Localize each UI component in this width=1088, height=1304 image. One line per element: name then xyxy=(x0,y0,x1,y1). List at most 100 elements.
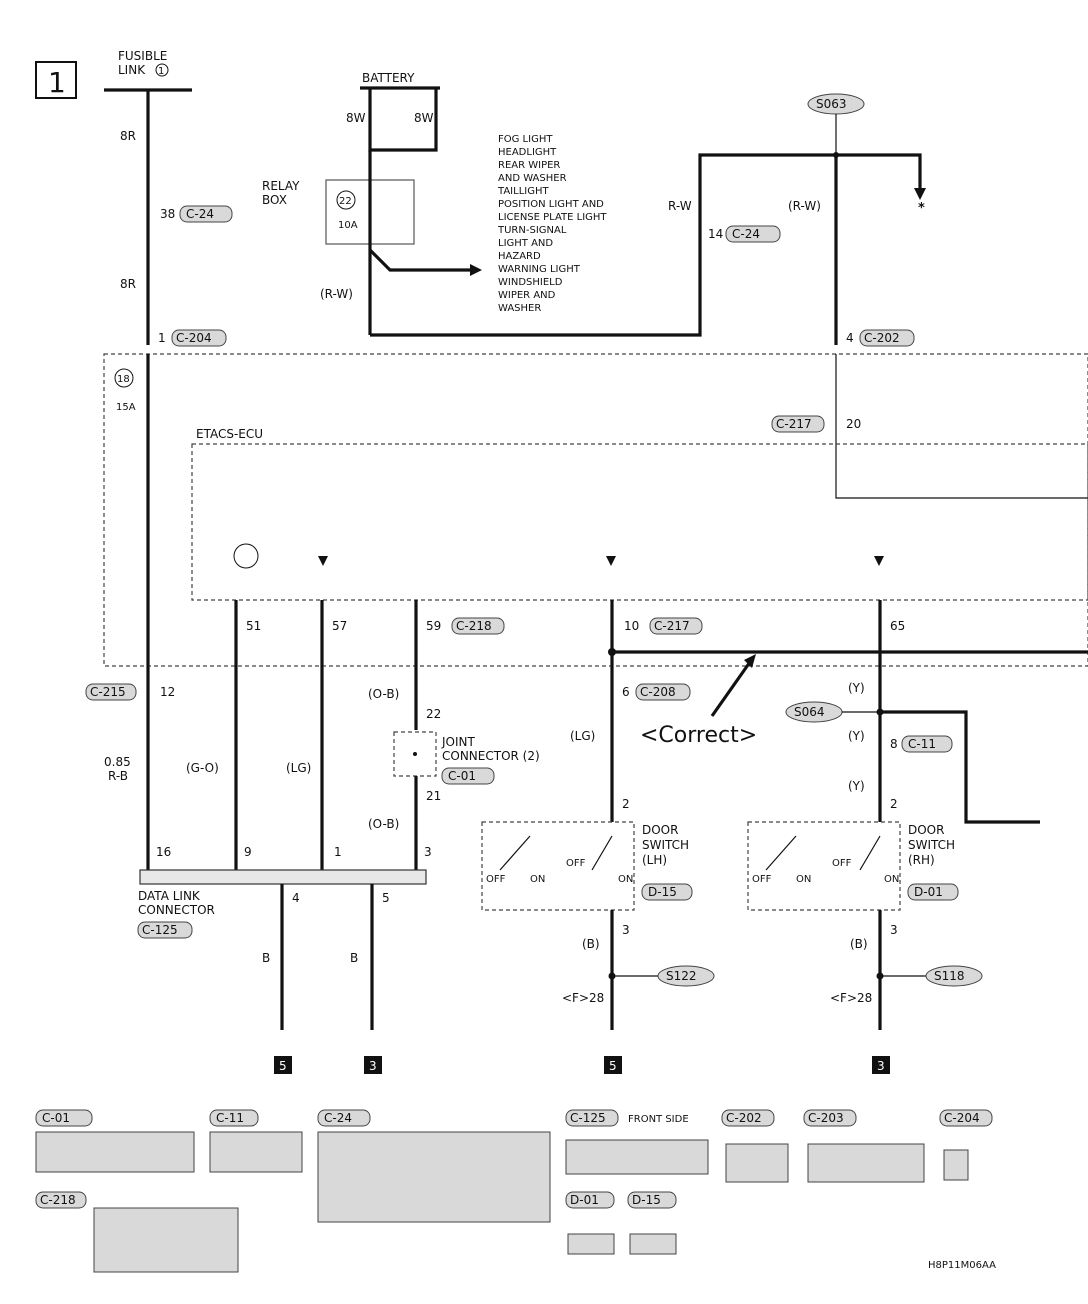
view-c125-side: FRONT SIDE xyxy=(628,1114,689,1125)
correct-annotation: <Correct> xyxy=(640,723,757,748)
wire-color-y-3: (Y) xyxy=(848,779,865,793)
ground-ref-1: 5 xyxy=(279,1059,287,1073)
c24b-label: C-24 xyxy=(732,227,760,241)
s118-splice xyxy=(925,965,983,987)
view-c204: C-204 xyxy=(944,1111,980,1125)
view-d15: D-15 xyxy=(632,1193,661,1207)
door-switch-lh-label-3: (LH) xyxy=(642,853,667,867)
c204-chip xyxy=(171,329,227,347)
c01-label: C-01 xyxy=(448,769,476,783)
c24-pin-38: 38 xyxy=(160,207,175,221)
wire-color-b-2: (B) xyxy=(850,937,868,951)
view-c24: C-24 xyxy=(324,1111,352,1125)
d15-label: D-15 xyxy=(648,885,677,899)
c217a-label: C-217 xyxy=(776,417,812,431)
annotation-arrowhead xyxy=(744,654,756,668)
relay-fuse-circle xyxy=(336,190,356,210)
view-c202: C-202 xyxy=(726,1111,762,1125)
wire-color-rb: R-B xyxy=(108,769,128,783)
relay-feed-11: WINDSHIELD xyxy=(498,277,563,288)
pin-8: 8 xyxy=(890,737,898,751)
pin-3-lh: 3 xyxy=(622,923,630,937)
c204-label: C-204 xyxy=(176,331,212,345)
battery-wire-left: 8W xyxy=(346,111,366,125)
door-switch-lh-box xyxy=(481,821,635,911)
door-switch-lh-label-2: SWITCH xyxy=(642,838,689,852)
data-link-label: DATA LINK xyxy=(138,889,201,903)
c208-chip xyxy=(635,683,691,701)
etacs-ecu-box xyxy=(191,443,1088,601)
figure-code: H8P11M06AA xyxy=(928,1260,996,1271)
relay-feed-9: HAZARD xyxy=(498,251,541,262)
s063-arrowhead xyxy=(914,188,926,200)
s122-label: S122 xyxy=(666,969,697,983)
view-c203-grid xyxy=(807,1143,925,1183)
diode-65-icon xyxy=(874,556,884,566)
joint-connector-label-2: CONNECTOR (2) xyxy=(442,749,540,763)
pin-5: 5 xyxy=(382,891,390,905)
wire-color-b-1: (B) xyxy=(582,937,600,951)
relay-feed-5: POSITION LIGHT AND xyxy=(498,199,604,210)
view-c01: C-01 xyxy=(42,1111,70,1125)
relay-feed-12: WIPER AND xyxy=(498,290,556,301)
ground-refs: 5 3 5 3 xyxy=(274,1056,890,1074)
relay-feed-7: TURN-SIGNAL xyxy=(497,225,567,236)
view-d15-chip xyxy=(627,1191,677,1209)
fusible-link-label-2: LINK xyxy=(118,63,146,77)
s122-splice xyxy=(657,965,715,987)
ground-ref-box-3 xyxy=(604,1056,622,1074)
relay-fuse-rating: 10A xyxy=(338,220,358,231)
pin-57: 57 xyxy=(332,619,347,633)
fusible-link-label: FUSIBLE xyxy=(118,49,167,63)
asterisk-mark: * xyxy=(918,201,925,216)
door-switch-lh-off-2: OFF xyxy=(566,858,586,869)
c01-chip xyxy=(441,767,495,785)
door-switch-rh-contact-1 xyxy=(765,835,797,871)
view-c218: C-218 xyxy=(40,1193,76,1207)
corrected-wire-dot xyxy=(608,648,616,656)
c202-chip xyxy=(859,329,915,347)
relay-feed-arrowhead xyxy=(470,264,482,276)
pin-16: 16 xyxy=(156,845,171,859)
relay-fuse-number: 22 xyxy=(339,196,352,207)
wire-color-rw-mid: R-W xyxy=(668,199,692,213)
c11-label: C-11 xyxy=(908,737,936,751)
view-c01-grid xyxy=(35,1131,195,1173)
wire-color-rw-right: (R-W) xyxy=(788,199,821,213)
c217a-chip xyxy=(771,415,825,433)
c217b-label: C-217 xyxy=(654,619,690,633)
c215-label: C-215 xyxy=(90,685,126,699)
page-number: 1 xyxy=(48,66,66,99)
door-switch-lh-contact-2 xyxy=(591,835,613,871)
wire-color-ob-2: (O-B) xyxy=(368,817,399,831)
door-switch-lh-on-1: ON xyxy=(530,874,545,885)
pin-1: 1 xyxy=(334,845,342,859)
relay-feed-0: FOG LIGHT xyxy=(498,134,553,145)
s064-branch-wire xyxy=(880,710,1040,824)
door-switch-rh-label: DOOR xyxy=(908,823,944,837)
c217b-chip xyxy=(649,617,703,635)
view-c203: C-203 xyxy=(808,1111,844,1125)
view-c125-chip xyxy=(565,1109,619,1127)
wire-color-rw-left: (R-W) xyxy=(320,287,353,301)
wire-color-y-1: (Y) xyxy=(848,681,865,695)
c218-label: C-218 xyxy=(456,619,492,633)
wire-color-b-4: B xyxy=(350,951,358,965)
door-switch-rh-on-2: ON xyxy=(884,874,899,885)
wire-color-lg-2: (LG) xyxy=(570,729,595,743)
c218-chip xyxy=(451,617,505,635)
relay-feed-2: REAR WIPER xyxy=(498,160,560,171)
etacs-label: ETACS-ECU xyxy=(196,427,263,441)
c202-label: C-202 xyxy=(864,331,900,345)
r-w-loop-wire xyxy=(370,153,922,337)
c24b-pin: 14 xyxy=(708,227,723,241)
battery-loop xyxy=(368,88,438,152)
pin-2-rh: 2 xyxy=(890,797,898,811)
relay-feed-8: LIGHT AND xyxy=(498,238,553,249)
c125-label: C-125 xyxy=(142,923,178,937)
pin-59: 59 xyxy=(426,619,441,633)
view-c11-grid xyxy=(209,1131,303,1173)
wire-color-go: (G-O) xyxy=(186,761,219,775)
pin-3: 3 xyxy=(424,845,432,859)
view-c218-grid xyxy=(93,1207,239,1273)
